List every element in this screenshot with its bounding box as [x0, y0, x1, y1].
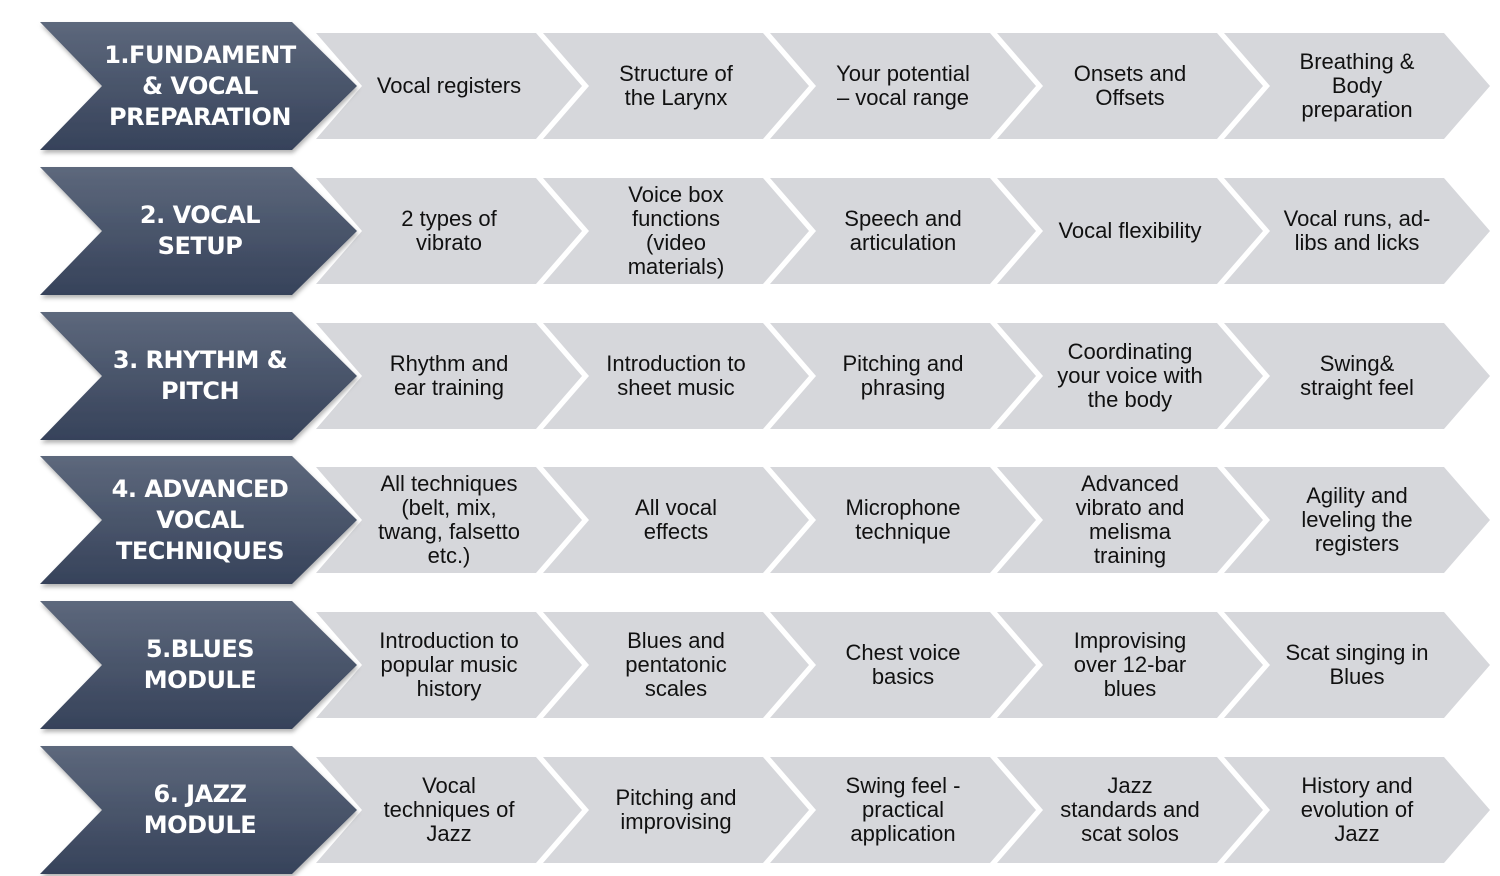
topic-label: Breathing & Body preparation [1299, 49, 1415, 122]
topic-label: Voice box functions (video materials) [627, 182, 725, 279]
module-chevron [40, 746, 357, 874]
topic-chevron [770, 178, 1036, 284]
topic-chevron [316, 178, 582, 284]
module-chevron [40, 312, 357, 440]
topic-chevron [997, 33, 1263, 139]
topic-chevron [543, 323, 809, 429]
topic-chevron [770, 757, 1036, 863]
topic-chevron [770, 612, 1036, 718]
topic-chevron [997, 757, 1263, 863]
module-title: 4. ADVANCED VOCAL TECHNIQUES [111, 474, 289, 565]
topic-label: Pitching and improvising [615, 785, 737, 834]
topic-chevron [997, 612, 1263, 718]
module-title: 6. JAZZ MODULE [143, 780, 257, 839]
topic-label: Onsets and Offsets [1073, 61, 1187, 110]
topic-label: Rhythm and ear training [389, 351, 509, 400]
topic-label: Agility and leveling the registers [1301, 483, 1413, 556]
topic-label: Microphone technique [845, 495, 961, 544]
topic-label: Jazz standards and scat solos [1060, 773, 1200, 846]
topic-chevron [543, 612, 809, 718]
module-chevron [40, 456, 357, 584]
topic-label: Your potential – vocal range [836, 61, 970, 110]
topic-label: Improvising over 12-bar blues [1073, 628, 1187, 701]
topic-label: Introduction to popular music history [379, 628, 519, 701]
topic-chevron [316, 33, 582, 139]
module-title: 5.BLUES MODULE [143, 635, 257, 694]
module-chevron [40, 22, 357, 150]
topic-label: 2 types of vibrato [401, 206, 497, 255]
topic-chevron [543, 467, 809, 573]
topic-label: Introduction to sheet music [606, 351, 746, 400]
module-chevron [40, 167, 357, 295]
topic-label: All vocal effects [635, 495, 717, 544]
topic-chevron [770, 323, 1036, 429]
topic-chevron [1224, 33, 1490, 139]
topic-label: Swing& straight feel [1300, 351, 1414, 400]
topic-chevron [1224, 757, 1490, 863]
topic-label: Vocal flexibility [1058, 218, 1202, 243]
topic-chevron [543, 178, 809, 284]
topic-chevron [316, 612, 582, 718]
topic-label: Vocal registers [376, 73, 522, 98]
topic-label: Speech and articulation [844, 206, 962, 255]
topic-chevron [770, 467, 1036, 573]
topic-label: Scat singing in Blues [1285, 640, 1429, 689]
topic-chevron [997, 178, 1263, 284]
topic-chevron [997, 467, 1263, 573]
topic-label: History and evolution of Jazz [1300, 773, 1414, 846]
topic-label: Chest voice basics [845, 640, 961, 689]
topic-label: Blues and pentatonic scales [625, 628, 727, 701]
topic-chevron [1224, 467, 1490, 573]
module-chevron [40, 601, 357, 729]
topic-label: Swing feel - practical application [845, 773, 961, 846]
topic-label: Vocal runs, ad- libs and licks [1283, 206, 1431, 255]
topic-chevron [316, 467, 582, 573]
topic-chevron [316, 323, 582, 429]
topic-label: Vocal techniques of Jazz [383, 773, 515, 846]
topic-chevron [1224, 612, 1490, 718]
topic-label: Coordinating your voice with the body [1057, 339, 1203, 412]
module-title: 1.FUNDAMENT & VOCAL PREPARATION [104, 40, 296, 131]
topic-chevron [543, 757, 809, 863]
topic-label: Structure of the Larynx [619, 61, 733, 110]
topic-chevron [770, 33, 1036, 139]
topic-chevron [543, 33, 809, 139]
module-title: 3. RHYTHM & PITCH [112, 346, 288, 405]
topic-label: Advanced vibrato and melisma training [1075, 471, 1185, 568]
topic-chevron [316, 757, 582, 863]
topic-chevron [997, 323, 1263, 429]
topic-label: All techniques (belt, mix, twang, falset… [378, 471, 520, 568]
topic-label: Pitching and phrasing [842, 351, 964, 400]
topic-chevron [1224, 178, 1490, 284]
topic-chevron [1224, 323, 1490, 429]
module-title: 2. VOCAL SETUP [139, 201, 261, 260]
